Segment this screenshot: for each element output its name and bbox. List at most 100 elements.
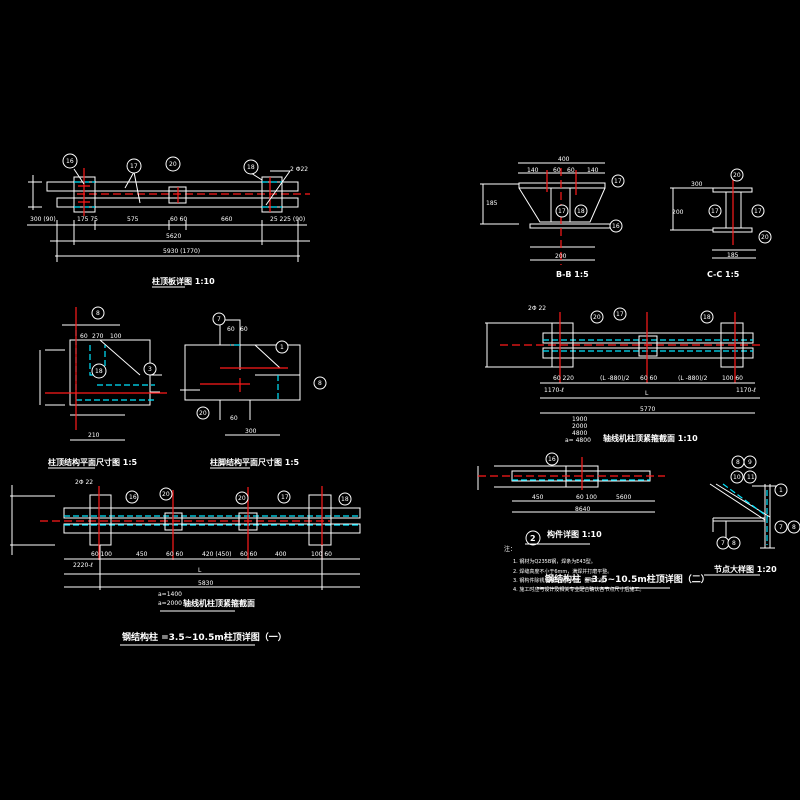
section-title: 节点大样图 1:20: [714, 564, 777, 574]
dim: 25 225 (90): [270, 216, 305, 223]
tag: 20: [162, 491, 170, 498]
dim: 450: [532, 494, 544, 501]
dim: 140: [527, 167, 539, 174]
note-item: 4. 施工时应与设计及相关专业配合确认各节点尺寸后施工。: [513, 586, 644, 593]
dim: 60: [567, 167, 575, 174]
tag: 18: [341, 496, 349, 503]
dim: 210: [88, 432, 100, 439]
dim: 300: [245, 428, 257, 435]
general-notes: 注： 1. 钢材为Q235B钢，焊条为E43型。 2. 焊缝高度不小于6mm，满…: [504, 545, 644, 593]
dim: 60 60: [640, 375, 657, 382]
tag: 20: [169, 161, 177, 168]
sheet-title: 钢结构柱 =3.5~10.5m柱顶详图（一）: [122, 631, 287, 643]
tag: 8: [732, 540, 736, 547]
dim: 8640: [575, 506, 590, 513]
note-item: 3. 钢构件除锈后刷防锈漆一道，面漆二道。: [513, 577, 609, 584]
section-title: B-B 1:5: [556, 270, 589, 279]
tag: 17: [614, 178, 622, 185]
tag: 7: [217, 316, 221, 323]
tag: 1: [280, 344, 284, 351]
note-item: 2. 焊缝高度不小于6mm，满焊并打磨平整。: [513, 568, 612, 575]
plan-left: 8 18 3 60 270 100 210 柱顶结构平面尺寸图 1:5: [39, 306, 167, 469]
dim: 300 (90): [30, 216, 56, 223]
dim: 60: [240, 326, 248, 333]
tag: 18: [577, 208, 585, 215]
tag: 10: [733, 474, 741, 481]
dim: 100: [110, 333, 122, 340]
notes-heading: 注：: [504, 545, 516, 553]
dim: 1170-ℓ: [736, 387, 756, 394]
dim: 175 75: [77, 216, 98, 223]
tag: 11: [747, 474, 755, 481]
tag: 18: [703, 314, 711, 321]
tag: 18: [247, 164, 255, 171]
section-c-c: 20 17 17 20 200 185 300 C-C 1:5: [670, 168, 772, 279]
rebar-note: 2Φ 22: [75, 479, 93, 486]
dim: L: [198, 567, 202, 574]
dim: 60 100: [91, 551, 112, 558]
rebar-note: 2 Φ22: [290, 166, 308, 173]
plan-right: 7 1 8 20 60 60 60 300 柱脚结构平面尺寸图 1:5: [180, 312, 327, 469]
tag: 8: [96, 310, 100, 317]
dim: 60: [227, 326, 235, 333]
tag: 17: [558, 208, 566, 215]
dim: 185: [727, 252, 739, 259]
dim: 575: [127, 216, 139, 223]
tag: 17: [754, 208, 762, 215]
dim: 100 60: [722, 375, 743, 382]
tag: 3: [148, 366, 152, 373]
dim: 5770: [640, 406, 655, 413]
section-b-b: 400 140 60 60 140 200 185 17 16 17 18 B-…: [480, 156, 625, 279]
top-left-elevation: 16 17 20 18 2 Φ22 300 (90) 175 75 575 60…: [27, 153, 310, 288]
dim: 200: [555, 253, 567, 260]
tag: 9: [748, 459, 752, 466]
note-item: 1. 钢材为Q235B钢，焊条为E43型。: [513, 558, 596, 565]
dim: 300: [691, 181, 703, 188]
tag: 16: [66, 158, 74, 165]
dim: 60: [553, 167, 561, 174]
dim: 60 60: [240, 551, 257, 558]
section-title: 构件详图 1:10: [547, 529, 602, 539]
dim: 5620: [166, 233, 181, 240]
tag: 17: [130, 163, 138, 170]
right-mid-elevation: 20 17 18 2Φ 22 60 220 (L -880)/2 60 60 (…: [485, 305, 760, 444]
dim: 140: [587, 167, 599, 174]
dim: 2220-ℓ: [73, 562, 93, 569]
tag: 20: [199, 410, 207, 417]
dim: 60 220: [553, 375, 574, 382]
dim: 400: [275, 551, 287, 558]
dim: 200: [672, 209, 684, 216]
node-detail: 8 9 10 11 1 7 8 7 8 节点大样图 1:20: [704, 455, 800, 576]
tag: 8: [792, 524, 796, 531]
section-title: 轴线机柱顶紧箍截面 1:10: [603, 433, 698, 443]
tag: 17: [711, 208, 719, 215]
dim: 60 100: [576, 494, 597, 501]
dim: 60: [230, 415, 238, 422]
tag: 17: [616, 311, 624, 318]
tag: 20: [238, 495, 246, 502]
drawing-title: 柱脚结构平面尺寸图 1:5: [210, 457, 300, 467]
dim: 1170-ℓ: [544, 387, 564, 394]
tag: 20: [761, 234, 769, 241]
dim: 5830: [198, 580, 213, 587]
tag: 7: [779, 524, 783, 531]
section-title: C-C 1:5: [707, 270, 740, 279]
drawing-title: 柱顶结构平面尺寸图 1:5: [48, 457, 138, 467]
tag: 17: [281, 494, 289, 501]
dim: 5600: [616, 494, 631, 501]
rebar-note: 2Φ 22: [528, 305, 546, 312]
dim: (L -880)/2: [678, 375, 708, 382]
dim: 60: [80, 333, 88, 340]
dim: 270: [92, 333, 104, 340]
note: a=1400: [158, 591, 182, 598]
member-detail: 16 450 60 100 5600 8640 2 构件详图 1:10: [477, 452, 665, 546]
tag: 7: [721, 540, 725, 547]
tag: 16: [129, 494, 137, 501]
dim: L: [645, 390, 649, 397]
note: 2000: [572, 423, 587, 430]
dim: 420 (450): [202, 551, 232, 558]
dim: 100 60: [311, 551, 332, 558]
tag-circles: [62, 153, 259, 175]
section-title: 轴线机柱顶紧箍截面: [183, 598, 255, 608]
note: 1900: [572, 416, 587, 423]
